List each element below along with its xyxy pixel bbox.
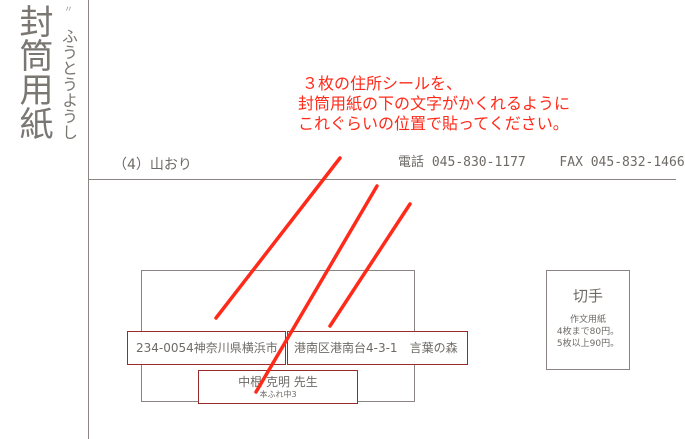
stamp-box: 切手 作文用紙 4枚まで80円。 5枚以上90円。 — [546, 270, 630, 370]
instruction-text: ３枚の住所シールを、 封筒用紙の下の文字がかくれるように これぐらいの位置で貼っ… — [298, 74, 668, 134]
fax-number: 045-832-1466 — [590, 155, 685, 170]
address-sticker-postal: 234-0054神奈川県横浜市 — [127, 331, 286, 365]
stamp-line-3: 5枚以上90円。 — [556, 339, 620, 349]
postal-prefecture-text: 234-0054神奈川県横浜市 — [136, 341, 278, 355]
top-fold-line — [88, 179, 676, 180]
stamp-line-2: 4枚まで80円。 — [556, 327, 620, 337]
instruction-line-2: 封筒用紙の下の文字がかくれるように — [298, 94, 571, 113]
instruction-line-3: これぐらいの位置で貼ってください。 — [298, 114, 569, 133]
envelope-title-reading: ふうとうようし — [59, 28, 78, 140]
address-sticker-recipient: 中根 克明 先生 本ふれ中3 — [198, 370, 358, 404]
stamp-line-1: 作文用紙 — [569, 315, 606, 325]
left-fold-line — [88, 0, 89, 439]
contact-info: 電話 045-830-1177 FAX 045-832-1466 — [398, 151, 685, 170]
envelope-title: 封筒用紙 — [13, 4, 53, 140]
instruction-line-1: ３枚の住所シールを、 — [302, 74, 463, 93]
phone-number: 045-830-1177 — [431, 155, 526, 170]
fax-label: FAX — [559, 155, 583, 170]
section-label: （4）山おり — [113, 157, 192, 173]
recipient-name: 中根 克明 先生 — [238, 375, 318, 389]
stamp-title: 切手 — [572, 287, 603, 305]
corner-mark: 〃 — [64, 5, 74, 15]
street-text: 港南区港南台4-3-1 言葉の森 — [294, 341, 458, 355]
address-sticker-street: 港南区港南台4-3-1 言葉の森 — [287, 331, 468, 365]
recipient-sub: 本ふれ中3 — [259, 390, 297, 399]
phone-label: 電話 — [398, 155, 425, 170]
